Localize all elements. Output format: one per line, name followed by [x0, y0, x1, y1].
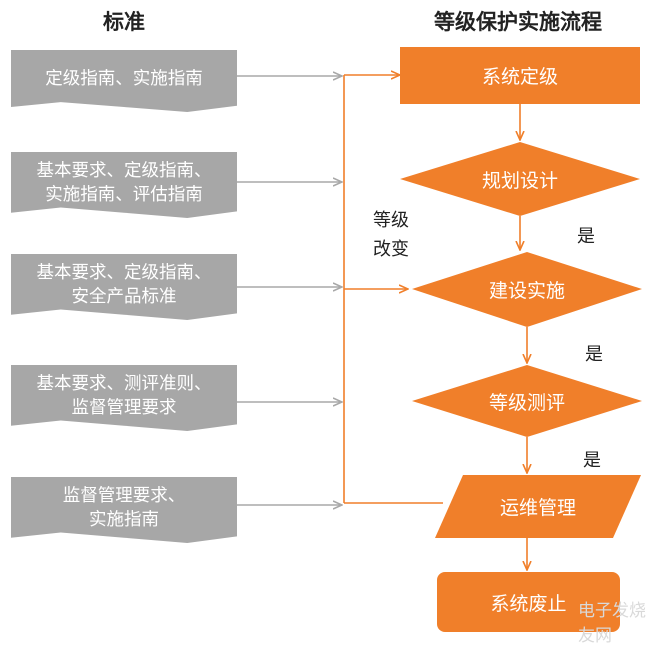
node-grade-assessment-shape: [412, 365, 642, 437]
node-system-retirement-shape: [437, 572, 620, 632]
standard-box-3: 基本要求、定级指南、 安全产品标准: [11, 254, 237, 320]
grade-change-label-line-1: 等级: [373, 210, 409, 231]
node-system-grading-shape: [400, 47, 640, 104]
node-operations-label: 运维管理: [499, 497, 576, 519]
node-planning-design-shape: [400, 142, 640, 216]
standard-box-2: 基本要求、定级指南、 实施指南、评估指南: [11, 152, 237, 218]
standard-box-5-line-1: 监督管理要求、: [62, 486, 186, 506]
standard-box-5-line-2: 实施指南: [89, 510, 159, 530]
standard-box-3-line-1: 基本要求、定级指南、: [36, 263, 212, 283]
standard-box-4: 基本要求、测评准则、 监督管理要求: [11, 365, 237, 431]
node-system-retirement-label: 系统废止: [490, 592, 567, 615]
yes-label-1: 是: [577, 226, 595, 247]
standard-box-4-line-1: 基本要求、测评准则、: [36, 374, 212, 394]
standards-heading: 标准: [103, 9, 145, 34]
node-construction-label: 建设实施: [488, 280, 565, 302]
standard-box-1: 定级指南、实施指南: [11, 50, 237, 112]
standard-box-4-line-2: 监督管理要求: [71, 398, 177, 418]
standard-box-2-line-1: 基本要求、定级指南、: [36, 161, 212, 181]
standard-box-1-line-1: 定级指南、实施指南: [45, 69, 203, 89]
process-heading: 等级保护实施流程: [434, 9, 602, 34]
standard-box-5: 监督管理要求、 实施指南: [11, 477, 237, 543]
standard-box-3-line-2: 安全产品标准: [71, 287, 177, 307]
node-operations-shape: [435, 475, 641, 538]
node-construction-shape: [412, 252, 642, 327]
node-system-grading-label: 系统定级: [481, 66, 558, 88]
standard-box-2-line-2: 实施指南、评估指南: [45, 185, 203, 205]
node-grade-assessment-label: 等级测评: [488, 391, 565, 414]
grade-change-label-line-2: 改变: [373, 239, 409, 260]
yes-label-3: 是: [583, 450, 601, 471]
node-planning-design-label: 规划设计: [481, 169, 558, 192]
watermark: 电子发烧友网: [578, 601, 646, 646]
yes-label-2: 是: [585, 344, 603, 365]
